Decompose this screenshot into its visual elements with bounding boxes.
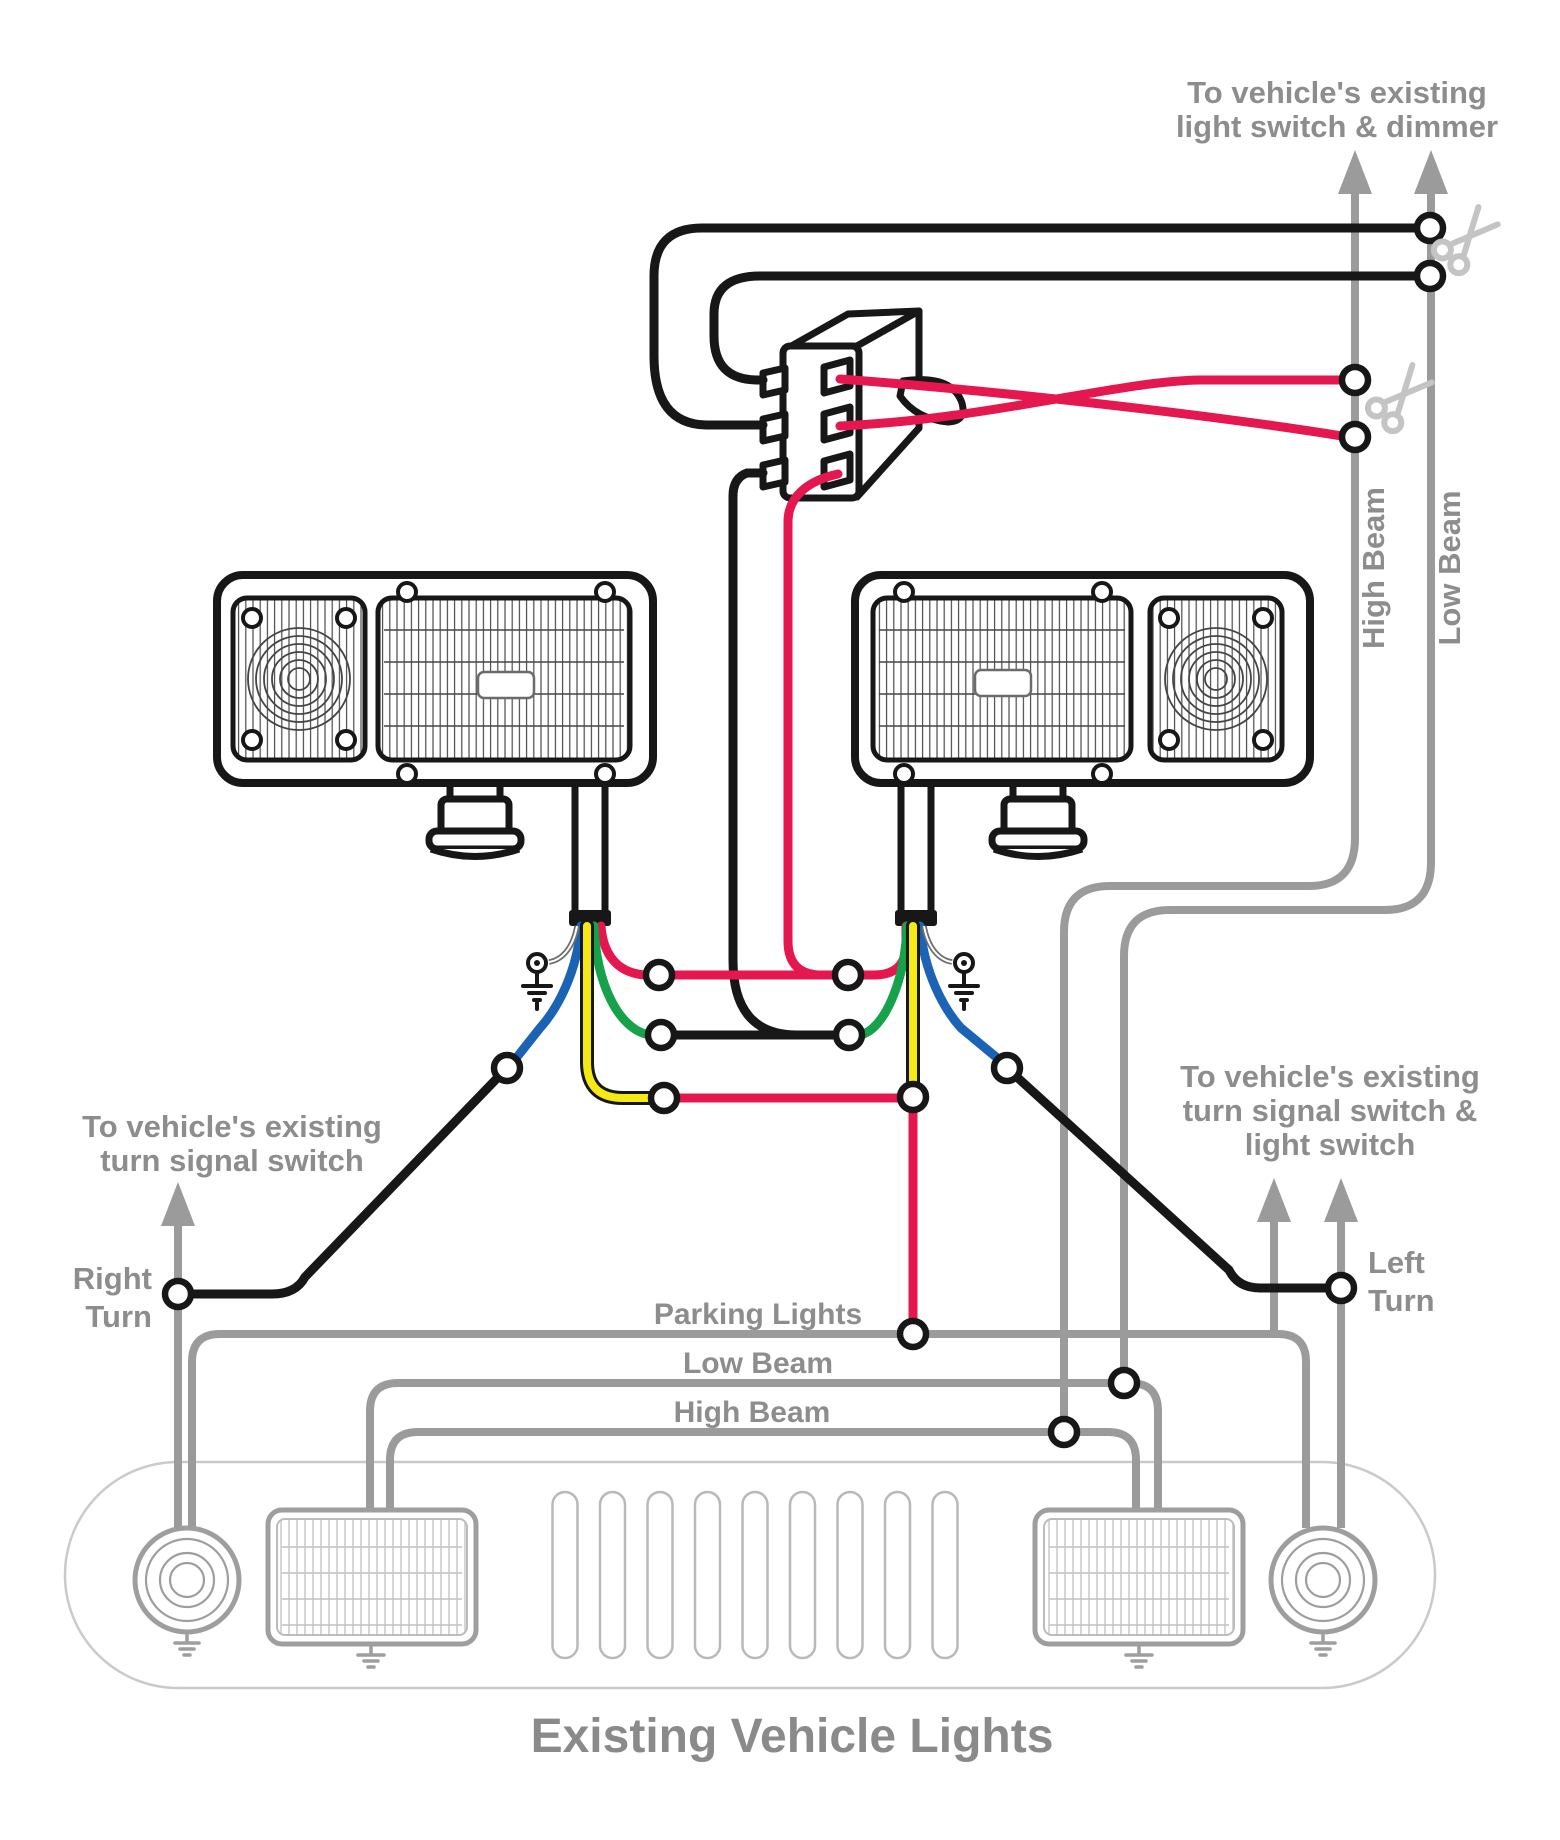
arrow-up-icon [1414, 150, 1448, 194]
connector [647, 1081, 681, 1115]
wire-green-left [589, 921, 655, 1040]
wire-black-right-turn [173, 1063, 512, 1299]
ground-icon [1124, 1642, 1154, 1669]
connector [896, 1317, 930, 1351]
left-turn-label-line1: Left [1368, 1245, 1425, 1280]
wire-red-left-light [596, 921, 650, 980]
connector [1047, 1415, 1081, 1449]
scissors-icon [1364, 361, 1436, 435]
low-beam-bus [366, 1379, 1162, 1512]
wire-red-switch-feed [783, 469, 843, 980]
parking-lights-bus-label: Parking Lights [654, 1298, 862, 1331]
connector [1324, 1271, 1358, 1305]
ground-icon [948, 971, 980, 1011]
vehicle-front-outline [63, 1460, 1437, 1690]
wire-blue-right [915, 921, 1001, 1062]
headlamp-lens [375, 595, 633, 763]
arrow-up-icon [1338, 150, 1372, 194]
turn-switch-right-label-line1: To vehicle's existing [1180, 1059, 1480, 1094]
ground-icon [356, 1642, 386, 1669]
right-turn-label-line2: Turn [85, 1299, 152, 1334]
ground-pigtail-left [521, 925, 580, 1011]
vehicle-turn-lamp-left [132, 1525, 242, 1657]
dimmer-switch-label-line2: light switch & dimmer [1176, 109, 1498, 144]
parking-lights-bus [188, 1330, 1310, 1528]
high-beam-wire-label: High Beam [1356, 487, 1391, 649]
wire-green-right [855, 921, 912, 1040]
connector [1338, 420, 1372, 454]
switch-terminal [759, 410, 789, 445]
diagram-footer-title: Existing Vehicle Lights [531, 1710, 1054, 1763]
plow-light-right [851, 571, 1314, 787]
yellow-wires [580, 919, 920, 1105]
wire-red-switch-out-1 [835, 374, 1353, 442]
grille [551, 1490, 959, 1660]
wire-yellow-left [583, 922, 654, 1102]
connector [1338, 363, 1372, 397]
plow-light-left-mount [425, 779, 611, 926]
wire-blue-left [512, 921, 586, 1062]
connector [490, 1051, 524, 1085]
high-beam-bus-label: High Beam [674, 1396, 831, 1429]
green-wires [589, 921, 912, 1040]
right-turn-label-line1: Right [73, 1261, 152, 1296]
dimmer-switch-label-line1: To vehicle's existing [1187, 75, 1487, 110]
cable-sheath [571, 779, 609, 919]
high-beam-feed-line [1060, 190, 1359, 1432]
turn-switch-left-label-line2: turn signal switch [100, 1143, 364, 1178]
vehicle-turn-lamp-right [1268, 1525, 1378, 1657]
butt-connectors [161, 211, 1447, 1449]
turn-switch-right-label-line2: turn signal switch & [1183, 1093, 1478, 1128]
turn-signal-lens [1147, 595, 1285, 763]
low-beam-bus-label: Low Beam [683, 1347, 833, 1380]
turn-switch-right-label-line3: light switch [1245, 1127, 1416, 1162]
ground-icon [1309, 1630, 1337, 1657]
connector [644, 1018, 678, 1052]
wire-red-jumper-top [640, 921, 911, 980]
wire-black-high-beam [649, 223, 1435, 430]
switch-terminal [759, 456, 789, 491]
turn-signal-lens [230, 595, 368, 763]
ground-pigtail-right [921, 925, 980, 1011]
plow-light-right-mount [895, 779, 1088, 926]
wire-black-switch-to-lights [728, 468, 802, 1040]
connector [1413, 211, 1447, 245]
switch-terminal [759, 364, 789, 399]
connector [896, 1080, 930, 1114]
arrow-up-icon [161, 1182, 195, 1226]
headlamp-lens [870, 595, 1134, 763]
blue-wires [512, 921, 1001, 1062]
connector [1107, 1366, 1141, 1400]
connector [832, 1018, 866, 1052]
wire-black-left-turn [1002, 1063, 1346, 1293]
connector [1413, 259, 1447, 293]
wire-red-switch-out-2 [835, 375, 1353, 431]
black-wires [173, 223, 1435, 1299]
high-beam-bus [386, 1428, 1140, 1512]
arrow-up-icon [1257, 1178, 1291, 1222]
connector [990, 1051, 1024, 1085]
labels: To vehicle's existing light switch & dim… [73, 75, 1498, 1763]
turn-switch-left-label-line1: To vehicle's existing [82, 1109, 382, 1144]
vehicle-headlamp-right [1032, 1507, 1246, 1669]
ground-icon [521, 971, 553, 1011]
left-turn-label-line2: Turn [1368, 1283, 1435, 1318]
connector [831, 958, 865, 992]
ground-icon [173, 1630, 201, 1657]
plow-light-left [213, 571, 657, 787]
low-beam-feed-line [1120, 190, 1435, 1383]
connector [642, 958, 676, 992]
connector [161, 1277, 195, 1311]
arrow-up-icon [1324, 1178, 1358, 1222]
wire-black-low-beam [709, 271, 1435, 385]
toggle-switch [759, 307, 967, 502]
gray-wire-routing [161, 150, 1448, 1528]
low-beam-wire-label: Low Beam [1432, 490, 1467, 645]
vehicle-headlamp-left [265, 1507, 479, 1669]
red-wires [596, 374, 1353, 1339]
cable-sheath [897, 779, 935, 919]
